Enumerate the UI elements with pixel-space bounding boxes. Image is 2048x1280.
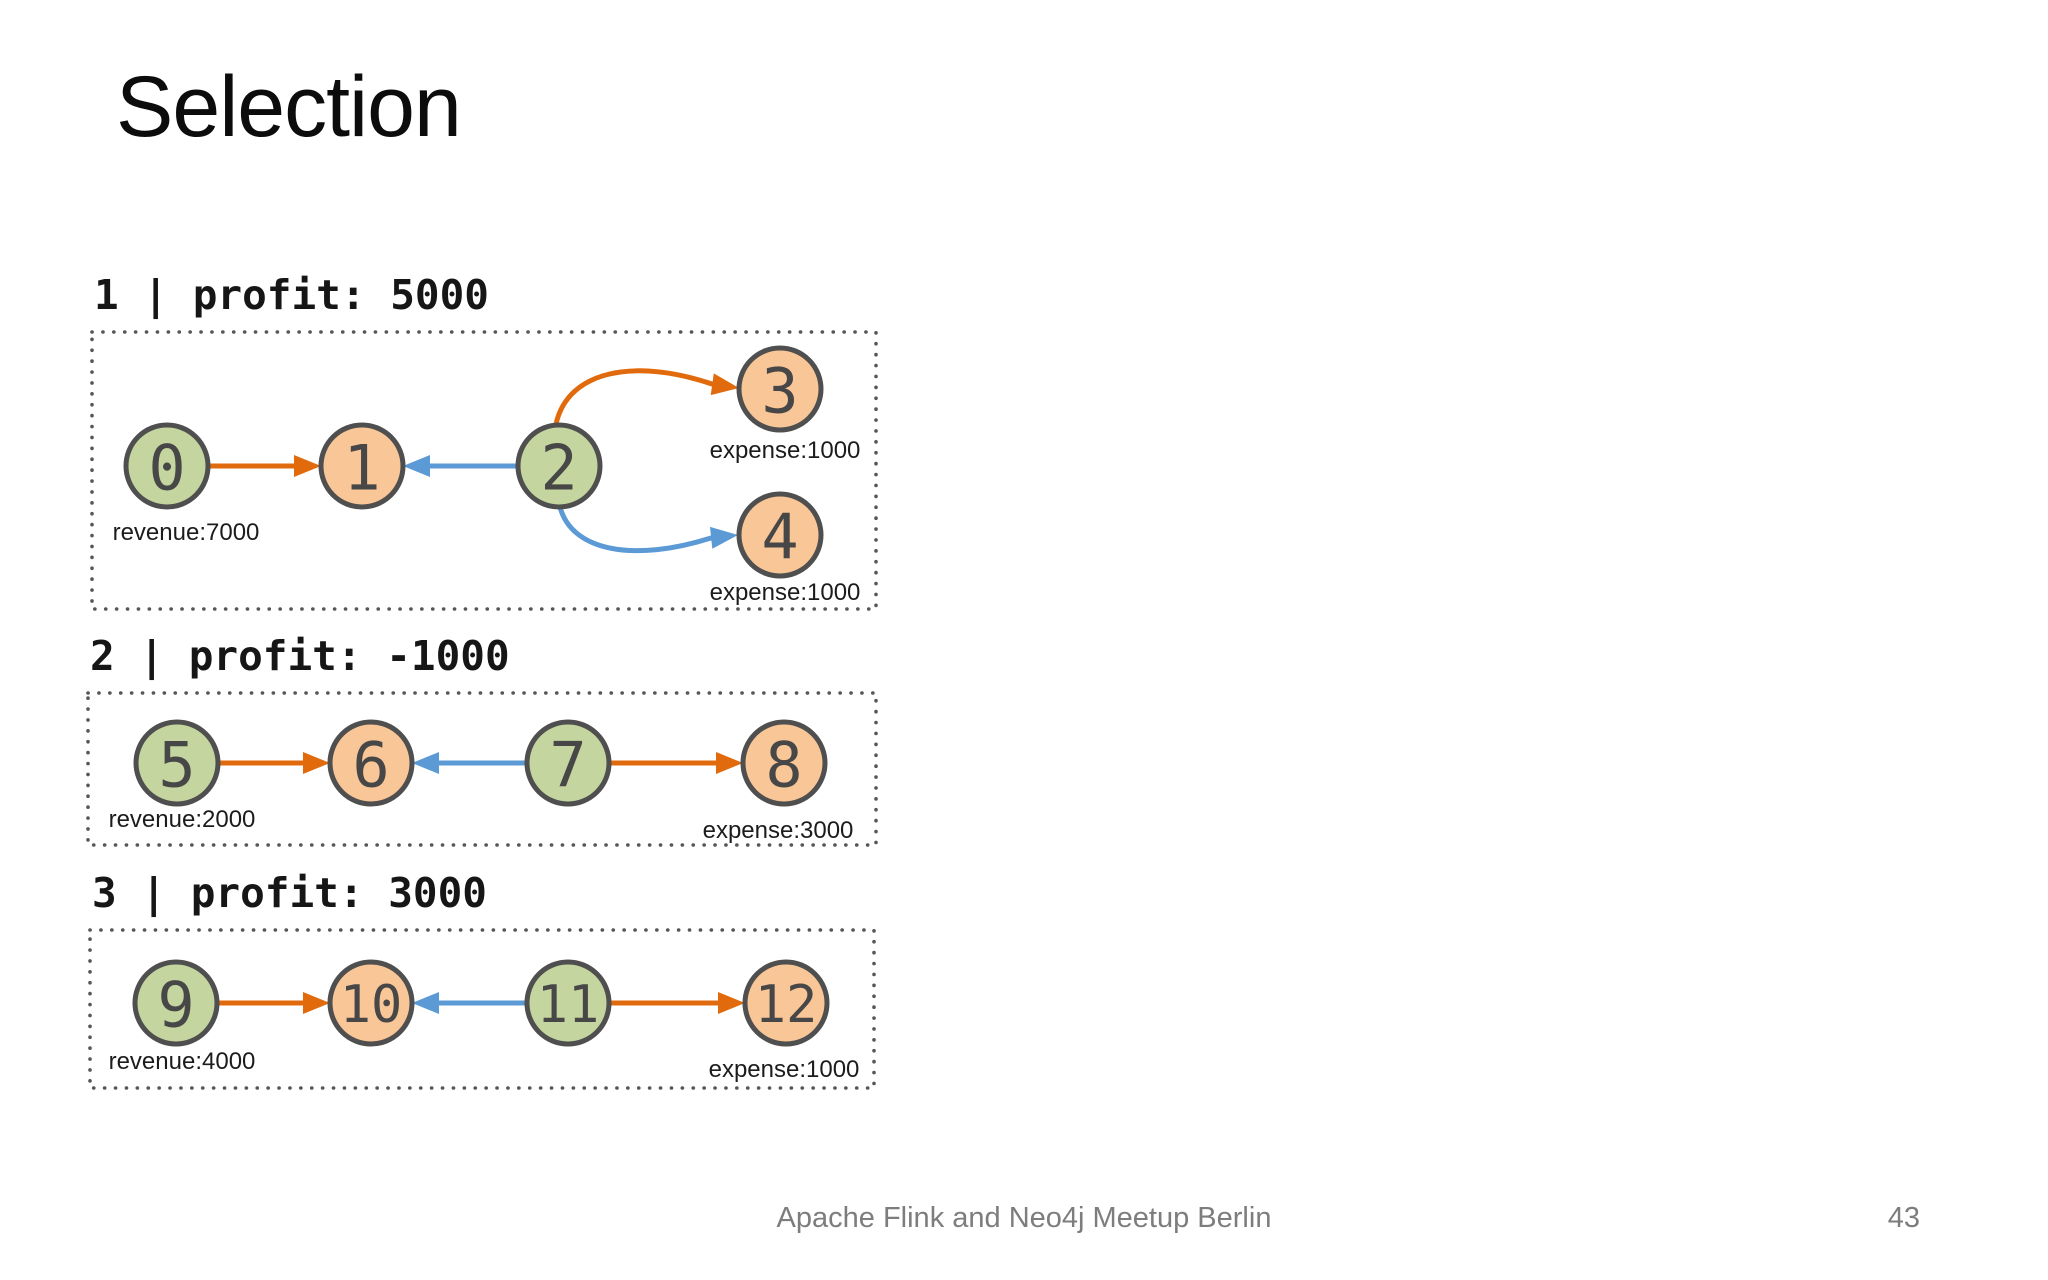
node-id-label: 4 xyxy=(761,501,798,574)
node-circle-3 xyxy=(736,345,824,433)
graph-1-header: 1 | profit: 5000 xyxy=(94,271,489,319)
node-id-label: 7 xyxy=(549,729,586,802)
edge-2-to-4 xyxy=(557,504,714,554)
node-circle-1 xyxy=(318,422,406,510)
node-id-label: 10 xyxy=(340,975,403,1035)
node-circle-8 xyxy=(740,719,828,807)
page-number: 43 xyxy=(1887,1202,1920,1234)
arrowhead-icon xyxy=(710,373,739,396)
node-id-label: 9 xyxy=(157,969,194,1042)
node-circle-0 xyxy=(123,422,211,510)
graph-example-2: 2 | profit: -1000 5 revenue:2000 6 7 8 expens… xyxy=(86,631,878,847)
node-id-label: 1 xyxy=(343,432,380,505)
dotted-box-border xyxy=(90,330,878,611)
graph-example-3: 3 | profit: 3000 9 revenue:4000 10 11 12 expe… xyxy=(88,868,876,1090)
node-sublabel: expense:3000 xyxy=(703,817,854,844)
arrowhead-icon xyxy=(709,526,738,549)
arrowhead-icon xyxy=(403,455,430,477)
page-title: Selection xyxy=(116,59,462,155)
arrowhead-icon xyxy=(412,752,439,774)
node-sublabel: expense:1000 xyxy=(710,437,861,464)
node-circle-6 xyxy=(327,719,415,807)
node-circle-9 xyxy=(132,959,220,1047)
node-id-label: 2 xyxy=(540,432,577,505)
graph-example-1: 1 | profit: 5000 0 revenue:7000 1 2 3 expense… xyxy=(90,270,878,611)
graph-2-diagram: 5 revenue:2000 6 7 8 expense:3000 xyxy=(86,691,878,847)
dotted-box-border xyxy=(88,928,876,1090)
graph-2-header: 2 | profit: -1000 xyxy=(90,632,510,680)
node-sublabel: revenue:4000 xyxy=(109,1048,256,1075)
arrowhead-icon xyxy=(716,752,743,774)
arrowhead-icon xyxy=(303,992,330,1014)
node-circle-12 xyxy=(742,959,830,1047)
node-id-label: 11 xyxy=(537,975,600,1035)
node-circle-10 xyxy=(327,959,415,1047)
node-sublabel: expense:1000 xyxy=(709,1056,860,1083)
arrowhead-icon xyxy=(412,992,439,1014)
node-circle-7 xyxy=(524,719,612,807)
node-id-label: 6 xyxy=(352,729,389,802)
node-circle-5 xyxy=(133,719,221,807)
graph-1-diagram: 0 revenue:7000 1 2 3 expense:1000 4 expense:100… xyxy=(90,330,878,611)
graph-3-diagram: 9 revenue:4000 10 11 12 expense:1000 xyxy=(88,928,876,1090)
node-id-label: 5 xyxy=(158,729,195,802)
footer-text: Apache Flink and Neo4j Meetup Berlin xyxy=(776,1202,1272,1234)
node-id-label: 0 xyxy=(148,432,185,505)
node-circle-4 xyxy=(736,491,824,579)
node-sublabel: revenue:2000 xyxy=(109,806,256,833)
arrowhead-icon xyxy=(294,455,321,477)
node-circle-11 xyxy=(524,959,612,1047)
node-id-label: 3 xyxy=(761,355,798,428)
node-id-label: 12 xyxy=(755,975,818,1035)
node-sublabel: revenue:7000 xyxy=(113,519,260,546)
node-circle-2 xyxy=(515,422,603,510)
edge-2-to-3 xyxy=(553,368,715,427)
node-sublabel: expense:1000 xyxy=(710,579,861,606)
arrowhead-icon xyxy=(303,752,330,774)
arrowhead-icon xyxy=(718,992,745,1014)
node-id-label: 8 xyxy=(765,729,802,802)
dotted-box-border xyxy=(86,691,878,847)
graph-3-header: 3 | profit: 3000 xyxy=(92,869,487,917)
